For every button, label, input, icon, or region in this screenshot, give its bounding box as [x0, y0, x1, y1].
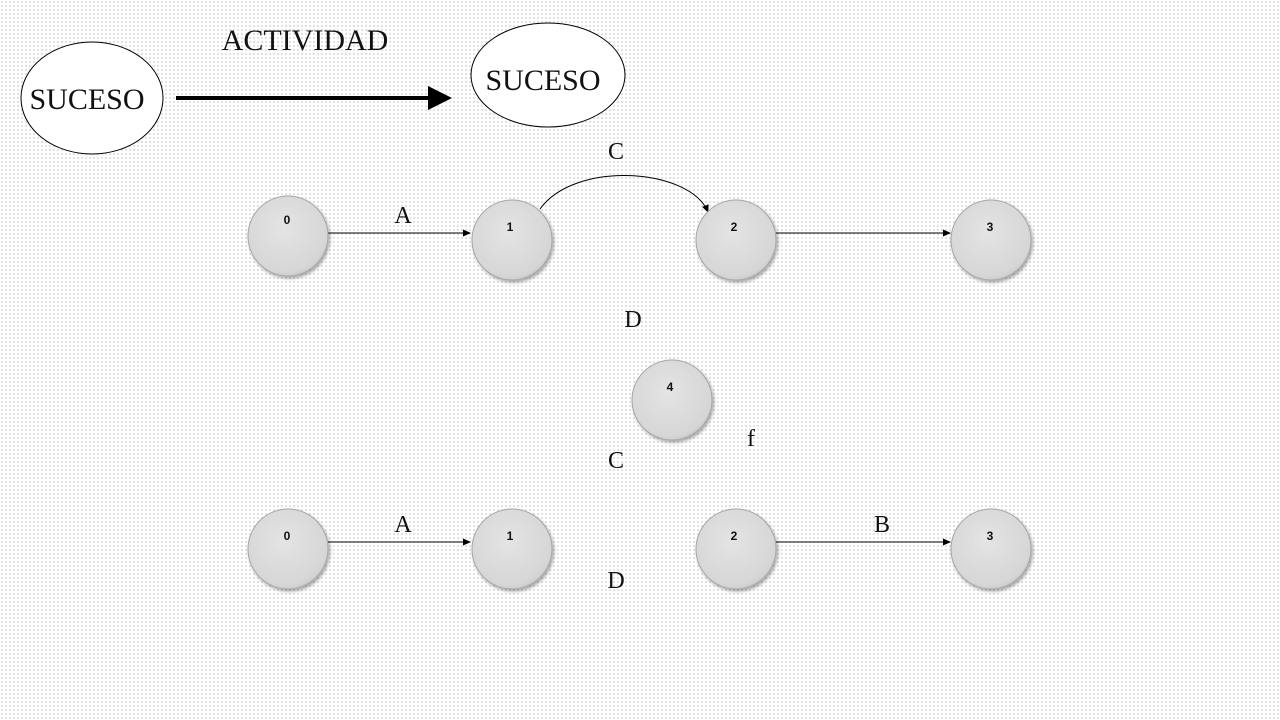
node-4: 4 — [631, 359, 713, 441]
node-2: 2 — [695, 199, 777, 281]
event-left-ellipse — [20, 41, 164, 155]
activity-a-label: A — [394, 203, 412, 229]
activity-a2-label: A — [394, 512, 412, 538]
event-left-label: SUCESO — [29, 83, 144, 116]
node2-2-number: 2 — [731, 529, 738, 543]
node2-3-number: 3 — [987, 529, 994, 543]
activity-d-label: D — [624, 307, 641, 333]
event-right-ellipse — [470, 22, 626, 128]
node-0-number: 0 — [284, 213, 291, 227]
node-3-number: 3 — [987, 220, 994, 234]
node-0: 0 — [247, 195, 329, 277]
node2-2: 2 — [695, 508, 777, 590]
node-1-number: 1 — [507, 220, 514, 234]
node-4-number: 4 — [667, 380, 674, 394]
node2-0-number: 0 — [284, 529, 291, 543]
event-right-label: SUCESO — [485, 64, 600, 97]
activity-c-label: C — [608, 139, 624, 165]
node-3: 3 — [950, 199, 1032, 281]
activity-b-label: B — [874, 512, 890, 538]
node2-0: 0 — [247, 508, 329, 590]
node2-3: 3 — [950, 508, 1032, 590]
node2-1-number: 1 — [507, 529, 514, 543]
network-1: 0 1 2 3 4 A C D f — [247, 139, 1032, 452]
activity-label: ACTIVIDAD — [222, 24, 389, 57]
activity-c2-label: C — [608, 448, 624, 474]
node-2-number: 2 — [731, 220, 738, 234]
node-1: 1 — [471, 199, 553, 281]
activity-c-curve — [539, 175, 709, 213]
activity-d2-label: D — [607, 568, 624, 594]
activity-f-label: f — [747, 426, 755, 452]
node2-1: 1 — [471, 508, 553, 590]
legend: SUCESO ACTIVIDAD SUCESO — [20, 22, 626, 155]
network-2: 0 1 2 3 A B C D — [247, 448, 1032, 594]
